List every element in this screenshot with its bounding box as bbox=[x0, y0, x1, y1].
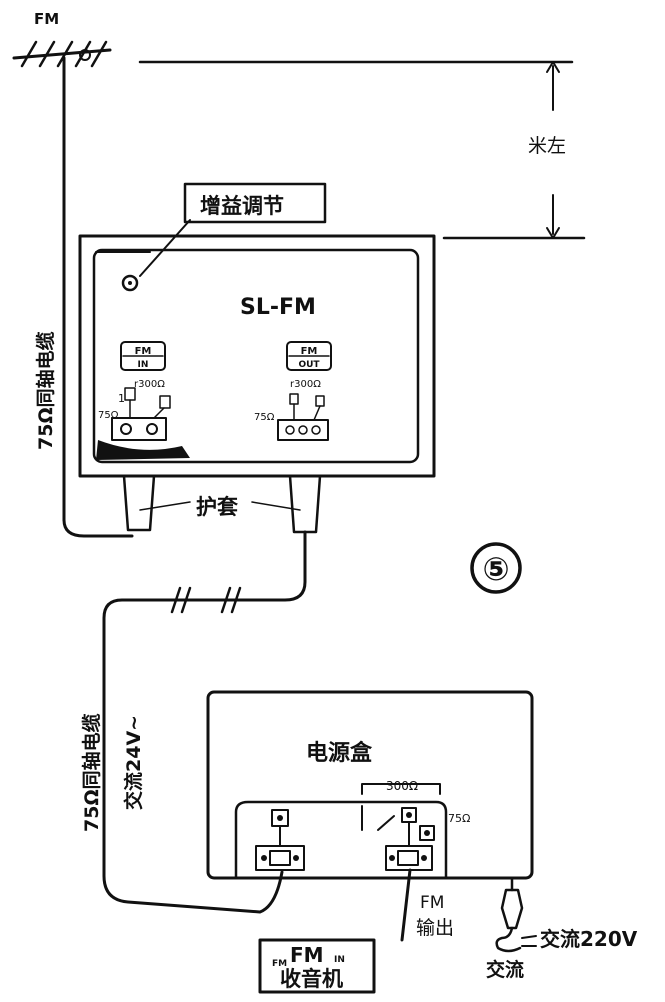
fm-output-bottom: 输出 bbox=[416, 917, 454, 939]
coax-middle bbox=[102, 530, 307, 914]
height-dimension bbox=[138, 60, 586, 240]
out-75-label: 75Ω bbox=[254, 412, 275, 423]
ac220-label: 交流220V bbox=[540, 927, 638, 951]
cable-top-label: 75Ω同轴电缆 bbox=[34, 331, 57, 450]
power-box-300-label: 300Ω bbox=[386, 779, 418, 793]
power-box-terminals bbox=[255, 783, 441, 871]
figure-number-ring bbox=[470, 542, 522, 594]
output-terminal-block bbox=[277, 393, 329, 441]
fm-output-top: FM bbox=[420, 893, 444, 913]
sleeve-label: 护套 bbox=[196, 495, 238, 519]
sleeves bbox=[122, 474, 322, 534]
fm-out-top: FM bbox=[301, 346, 318, 357]
amplifier-unit bbox=[78, 234, 436, 478]
cable-bottom-label: 75Ω同轴电缆 bbox=[80, 713, 103, 832]
power-box bbox=[206, 690, 534, 880]
height-label: 米左 bbox=[528, 135, 566, 157]
receiver-fm: FM bbox=[290, 943, 324, 967]
antenna bbox=[12, 40, 112, 522]
power-box-75-label: 75Ω bbox=[448, 812, 470, 825]
receiver-box bbox=[258, 938, 376, 994]
in-75-label: 75Ω bbox=[98, 410, 119, 421]
ac24-label: 交流24V~ bbox=[122, 715, 145, 810]
antenna-label: FM bbox=[34, 10, 59, 28]
gain-label: 增益调节 bbox=[200, 194, 284, 218]
input-terminal-block bbox=[111, 387, 171, 441]
receiver-name: 收音机 bbox=[280, 967, 343, 991]
fm-out-badge bbox=[286, 341, 332, 371]
amplifier-model: SL-FM bbox=[240, 295, 316, 320]
receiver-small-left: FM bbox=[272, 959, 287, 969]
ac-plug bbox=[495, 876, 537, 953]
receiver-small-right: IN bbox=[334, 955, 345, 965]
in-mark: 1 bbox=[118, 392, 125, 405]
fm-in-top: FM bbox=[135, 346, 152, 357]
break-marks bbox=[170, 586, 242, 614]
power-box-title: 电源盒 bbox=[306, 740, 373, 766]
fm-in-bottom: IN bbox=[138, 360, 149, 370]
figure-number: ⑤ bbox=[482, 550, 509, 588]
ac-label: 交流 bbox=[486, 958, 524, 981]
out-300-label: r300Ω bbox=[290, 379, 321, 390]
fm-in-badge bbox=[120, 341, 166, 371]
in-300-label: r300Ω bbox=[134, 379, 165, 390]
coax-top bbox=[62, 518, 134, 538]
gain-callout-box bbox=[183, 182, 327, 224]
fm-output-cable bbox=[400, 868, 412, 942]
fm-out-bottom: OUT bbox=[298, 360, 320, 370]
